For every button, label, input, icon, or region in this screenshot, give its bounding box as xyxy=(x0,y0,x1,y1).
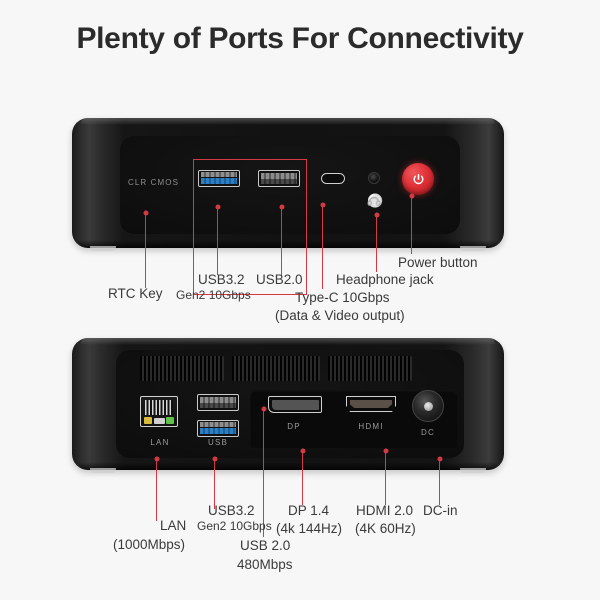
front-port-headphone-jack[interactable] xyxy=(368,172,380,184)
rear-port-usb32[interactable] xyxy=(197,420,239,437)
caption-line: USB2.0 xyxy=(256,272,303,287)
caption-usb20-front: USB2.0 xyxy=(256,272,303,287)
silkscreen-usb: USB xyxy=(207,438,229,447)
lan-notch xyxy=(154,418,165,424)
callout-line-lan xyxy=(156,459,158,521)
usb-contacts xyxy=(201,172,237,177)
callout-line-usb20-rear xyxy=(263,409,265,537)
caption-rtc-key: RTC Key xyxy=(108,286,163,301)
caption-line: 480Mbps xyxy=(237,557,293,572)
caption-line: (1000Mbps) xyxy=(113,537,186,552)
caption-usb32-front: USB3.2 xyxy=(198,272,245,287)
front-usb-highlight-box xyxy=(193,159,307,295)
silkscreen-dp: DP xyxy=(287,422,301,431)
usb-blue-insert xyxy=(200,428,236,434)
callout-line-hdmi xyxy=(385,451,387,505)
callout-line-dp xyxy=(302,451,304,505)
caption-usb20-rear-speed: 480Mbps xyxy=(237,557,293,572)
caption-usb20-rear: USB 2.0 xyxy=(240,538,290,553)
vent-group-right xyxy=(328,356,412,381)
caption-line: (Data & Video output) xyxy=(275,308,405,323)
caption-line: USB 2.0 xyxy=(240,538,291,553)
device-foot xyxy=(460,246,486,251)
usb-contacts xyxy=(261,173,297,179)
caption-line: Headphone jack xyxy=(336,272,434,287)
caption-hdmi-res: (4K 60Hz) xyxy=(355,521,416,536)
callout-line-usb32 xyxy=(217,207,219,275)
dp-contacts xyxy=(271,399,319,410)
lan-grille xyxy=(145,400,173,415)
callout-line-dc xyxy=(439,459,441,505)
callout-line-rtc-key xyxy=(145,213,147,288)
silkscreen-clr-cmos: CLR CMOS xyxy=(128,178,180,187)
caption-type-c-note: (Data & Video output) xyxy=(275,308,405,323)
front-port-usb20[interactable] xyxy=(258,170,300,187)
caption-dp: DP 1.4 xyxy=(288,503,329,518)
silkscreen-hdmi: HDMI xyxy=(358,422,384,431)
hdmi-contacts xyxy=(350,400,392,408)
caption-lan-speed: (1000Mbps) xyxy=(113,537,185,552)
usb-black-insert xyxy=(200,403,236,408)
rear-port-dc-in[interactable] xyxy=(412,390,444,422)
lan-led-green xyxy=(166,417,174,424)
caption-lan: LAN xyxy=(160,518,186,533)
rear-port-usb20[interactable] xyxy=(197,394,239,411)
device-foot xyxy=(460,468,486,473)
page-title: Plenty of Ports For Connectivity xyxy=(76,22,524,55)
caption-usb32-rear: USB3.2 xyxy=(208,503,255,518)
caption-hdmi: HDMI 2.0 xyxy=(356,503,413,518)
silkscreen-dc: DC xyxy=(421,428,435,437)
caption-usb32-rear-speed: Gen2 10Gbps xyxy=(197,519,272,533)
caption-line: USB3.2 xyxy=(198,272,245,287)
caption-line: DC-in xyxy=(423,503,458,518)
usb-contacts xyxy=(200,422,236,427)
caption-line: (4K 60Hz) xyxy=(355,521,416,536)
callout-line-headphone xyxy=(376,215,378,272)
front-port-usb32[interactable] xyxy=(198,170,240,187)
rear-device-image: LAN USB DP HDMI DC xyxy=(72,338,504,473)
caption-dp-res: (4k 144Hz) xyxy=(276,521,342,536)
caption-line: Type-C 10Gbps xyxy=(295,290,390,305)
front-port-type-c[interactable] xyxy=(321,173,345,184)
power-icon xyxy=(413,173,423,184)
callout-line-usb32-rear xyxy=(214,459,216,509)
caption-headphone-jack: Headphone jack xyxy=(336,272,434,287)
caption-type-c: Type-C 10Gbps xyxy=(295,290,390,305)
caption-dc-in: DC-in xyxy=(423,503,458,518)
vent-group-left xyxy=(140,356,224,381)
lan-led-amber xyxy=(144,417,152,424)
front-power-button[interactable] xyxy=(402,163,434,195)
usb-blue-insert xyxy=(201,178,237,184)
rear-port-lan[interactable] xyxy=(140,396,178,427)
caption-usb32-front-speed: Gen2 10Gbps xyxy=(176,288,251,302)
caption-line: LAN xyxy=(160,518,187,533)
silkscreen-lan: LAN xyxy=(150,438,170,447)
rear-port-displayport[interactable] xyxy=(268,396,322,413)
rear-port-hdmi[interactable] xyxy=(346,396,396,412)
device-foot xyxy=(90,468,116,473)
usb-contacts xyxy=(200,397,236,403)
caption-line: HDMI 2.0 xyxy=(356,503,414,518)
caption-line: DP 1.4 xyxy=(288,503,330,518)
caption-line: Power button xyxy=(398,255,478,270)
usb-black-insert xyxy=(261,179,297,184)
callout-line-power xyxy=(411,196,413,254)
caption-line: Gen2 10Gbps xyxy=(176,288,251,302)
headphone-icon-glyph xyxy=(367,196,381,206)
caption-line: RTC Key xyxy=(108,286,163,301)
caption-line: USB3.2 xyxy=(208,503,255,518)
front-device-image: CLR CMOS ⚪ xyxy=(72,118,504,251)
callout-line-usb20 xyxy=(281,207,283,275)
caption-line: Gen2 10Gbps xyxy=(197,519,272,533)
device-foot xyxy=(90,246,116,251)
dc-center-pin xyxy=(423,401,433,411)
caption-power-button: Power button xyxy=(398,255,478,270)
vent-group-center xyxy=(232,356,320,381)
caption-line: (4k 144Hz) xyxy=(276,521,343,536)
callout-line-type-c xyxy=(322,205,324,289)
